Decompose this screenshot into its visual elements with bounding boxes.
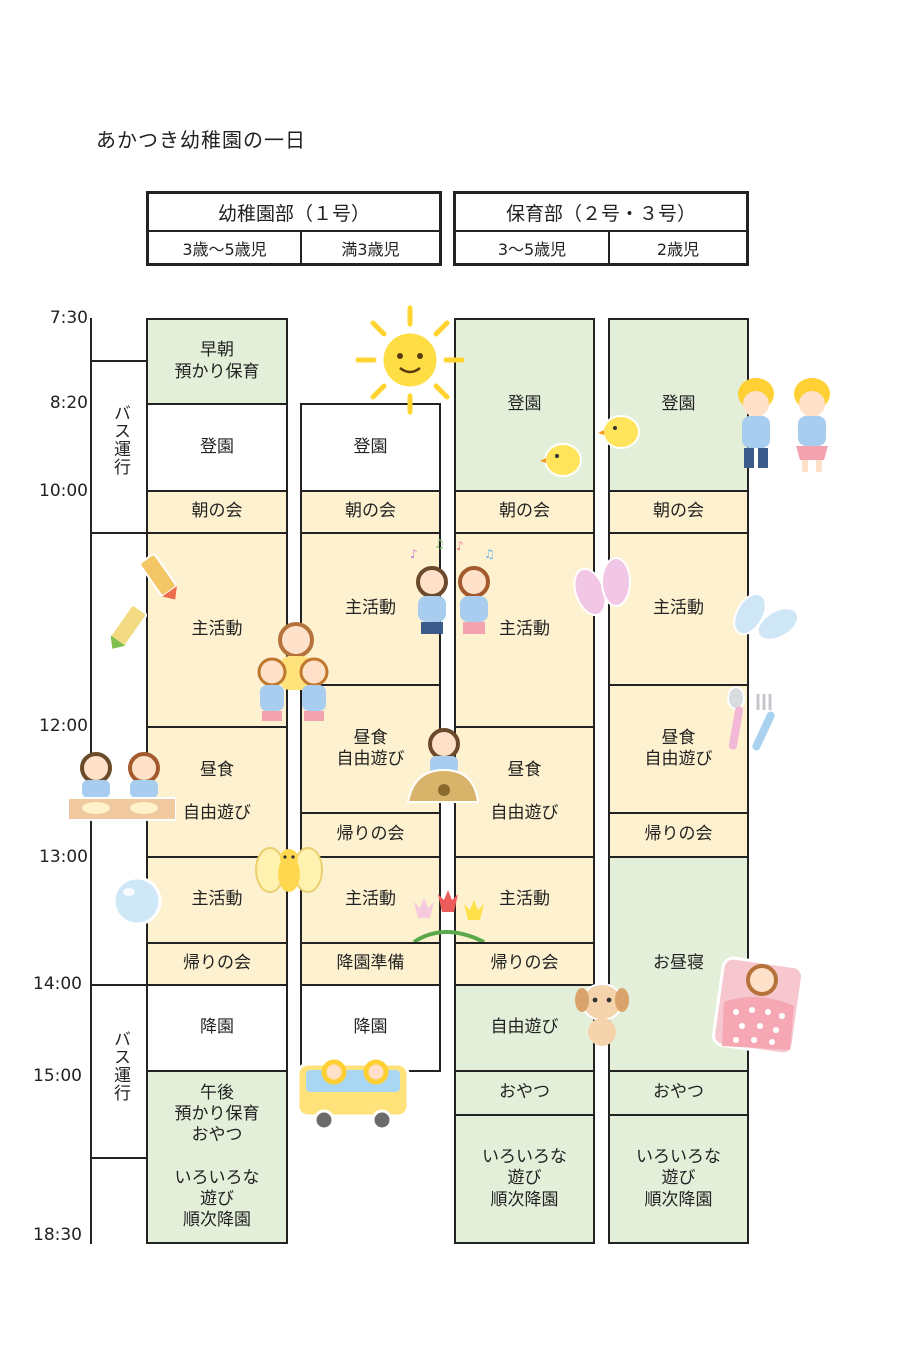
time-label: 13:00 bbox=[39, 847, 88, 867]
schedule-cell: 降園準備 bbox=[300, 942, 441, 986]
schedule-cell: 主活動 bbox=[300, 532, 441, 686]
schedule-cell: 主活動 bbox=[146, 856, 288, 944]
schedule-cell: 主活動 bbox=[146, 532, 288, 728]
schedule-cell: 主活動 bbox=[454, 532, 595, 728]
schedule-cell: 帰りの会 bbox=[300, 812, 441, 858]
page-title: あかつき幼稚園の一日 bbox=[96, 128, 306, 152]
schedule-cell: 昼食 自由遊び bbox=[146, 726, 288, 858]
schedule-cell: 昼食 自由遊び bbox=[454, 726, 595, 858]
schedule-cell: 午後 預かり保育 おやつ いろいろな 遊び 順次降園 bbox=[146, 1070, 288, 1244]
time-label: 8:20 bbox=[49, 393, 88, 413]
header-kindergarten: 幼稚園部（１号） 3歳〜5歳児 満3歳児 bbox=[146, 191, 442, 266]
bus-divider bbox=[90, 532, 147, 534]
schedule-cell: 昼食 自由遊び bbox=[608, 684, 749, 814]
time-label: 15:00 bbox=[33, 1066, 82, 1086]
schedule-cell: 登園 bbox=[300, 403, 441, 492]
schedule-cell: 主活動 bbox=[608, 532, 749, 686]
schedule-cell: 登園 bbox=[146, 403, 288, 492]
schedule-cell: 早朝 預かり保育 bbox=[146, 318, 288, 405]
time-label: 10:00 bbox=[39, 481, 88, 501]
schedule-cell: いろいろな 遊び 順次降園 bbox=[454, 1114, 595, 1244]
schedule-cell: お昼寝 bbox=[608, 856, 749, 1072]
bus-divider bbox=[90, 984, 147, 986]
header-nursery-3-5: 3〜5歳児 bbox=[497, 239, 567, 259]
schedule-cell: おやつ bbox=[454, 1070, 595, 1116]
schedule-cell: 帰りの会 bbox=[608, 812, 749, 858]
schedule-cell: 主活動 bbox=[454, 856, 595, 944]
header-nursery-2: 2歳児 bbox=[656, 239, 700, 259]
schedule-cell: 朝の会 bbox=[608, 490, 749, 534]
time-axis bbox=[90, 318, 92, 1244]
header-kindergarten-3-5: 3歳〜5歳児 bbox=[182, 239, 267, 259]
schedule-cell: 降園 bbox=[146, 984, 288, 1072]
time-label: 12:00 bbox=[39, 716, 88, 736]
schedule-cell: 昼食 自由遊び bbox=[300, 684, 441, 814]
schedule-cell: 朝の会 bbox=[146, 490, 288, 534]
schedule-cell: 降園 bbox=[300, 984, 441, 1072]
schedule-cell: いろいろな 遊び 順次降園 bbox=[608, 1114, 749, 1244]
bus-label: バス運行 bbox=[110, 404, 130, 476]
schedule-cell: おやつ bbox=[608, 1070, 749, 1116]
time-label: 14:00 bbox=[33, 974, 82, 994]
header-nursery: 保育部（２号・３号） 3〜5歳児 2歳児 bbox=[453, 191, 749, 266]
bus-divider bbox=[90, 1157, 147, 1159]
sun-icon bbox=[355, 305, 465, 415]
schedule-cell: 帰りの会 bbox=[146, 942, 288, 986]
schedule-cell: 主活動 bbox=[300, 856, 441, 944]
header-nursery-title: 保育部（２号・３号） bbox=[505, 202, 696, 225]
schedule-cell: 自由遊び bbox=[454, 984, 595, 1072]
header-kindergarten-title: 幼稚園部（１号） bbox=[217, 202, 370, 225]
schedule-cell: 朝の会 bbox=[300, 490, 441, 534]
bus-label: バス運行 bbox=[110, 1030, 130, 1102]
header-kindergarten-3: 満3歳児 bbox=[341, 239, 400, 259]
schedule-cell: 帰りの会 bbox=[454, 942, 595, 986]
schedule-cell: 登園 bbox=[608, 318, 749, 492]
schedule-cell: 登園 bbox=[454, 318, 595, 492]
time-label: 7:30 bbox=[49, 308, 88, 328]
time-label: 18:30 bbox=[33, 1225, 82, 1245]
bus-divider bbox=[90, 360, 147, 362]
schedule-cell: 朝の会 bbox=[454, 490, 595, 534]
